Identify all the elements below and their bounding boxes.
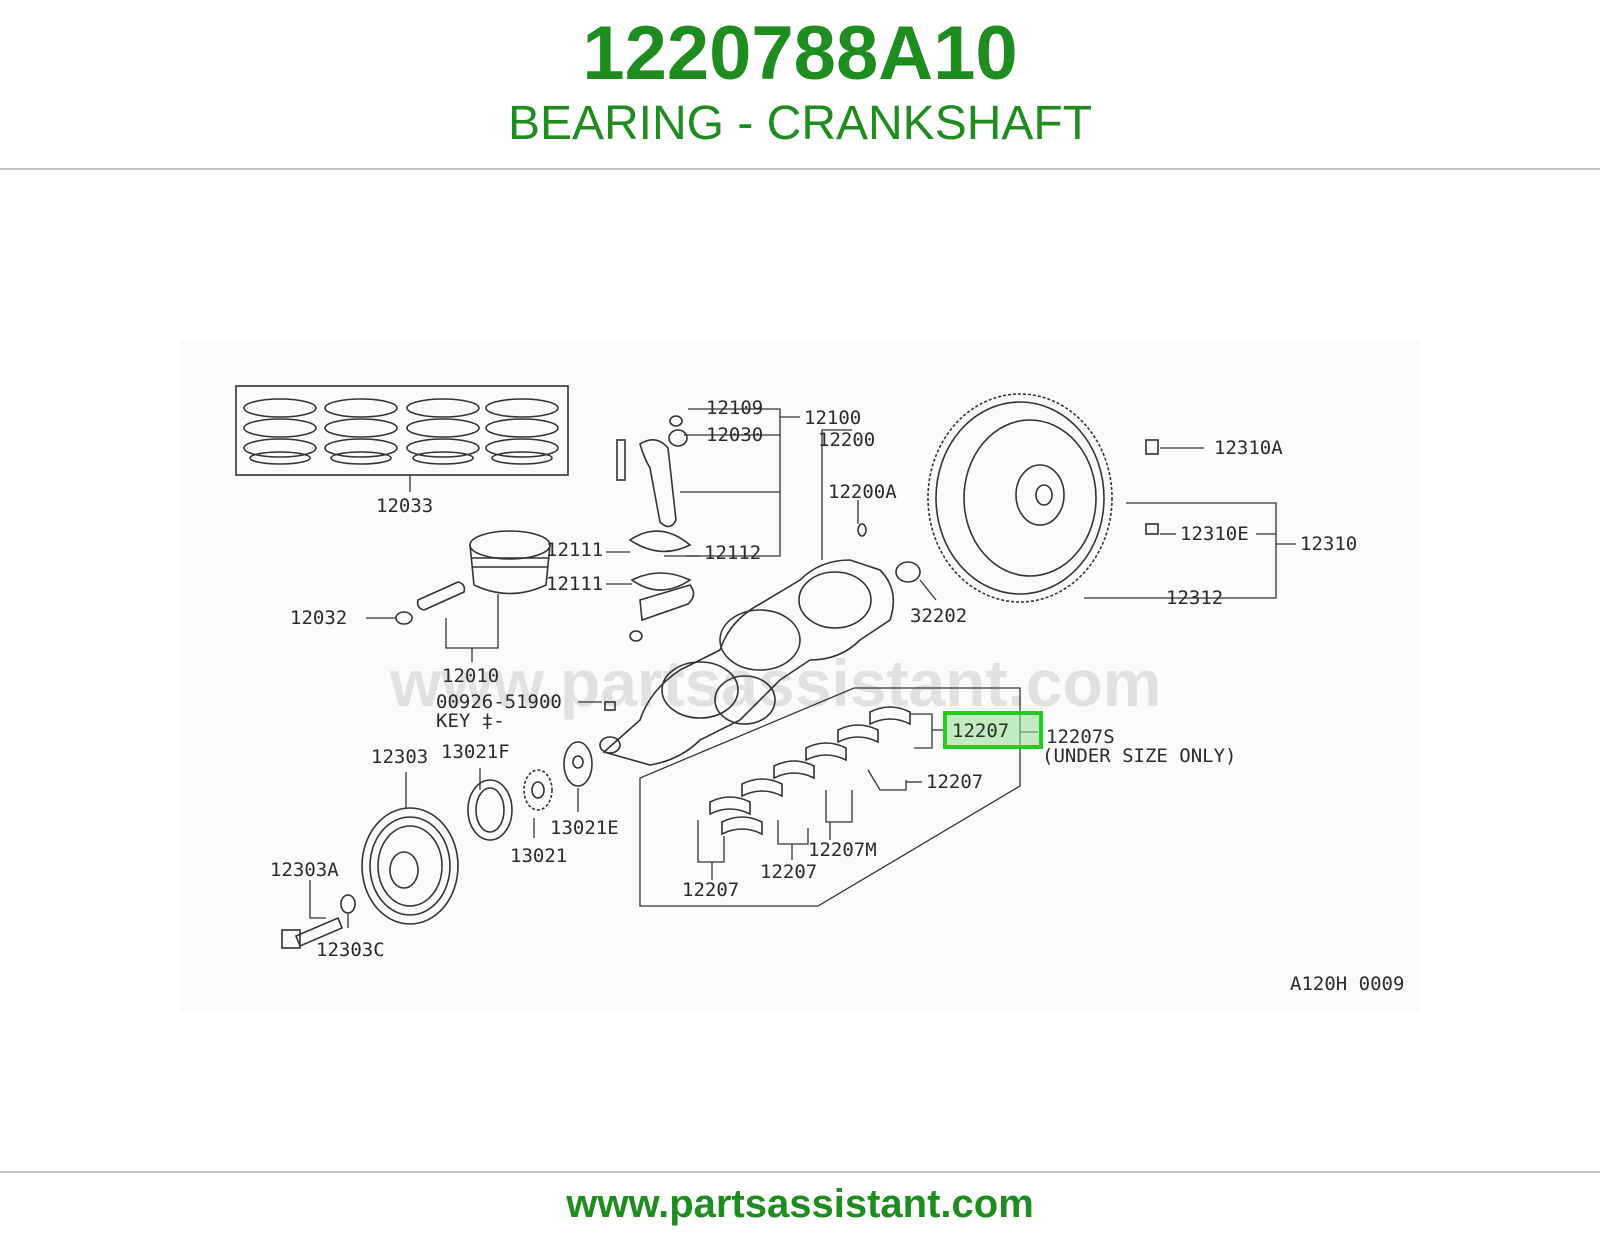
crank-washer bbox=[563, 741, 593, 787]
label-12303[interactable]: 12303 bbox=[371, 746, 428, 768]
footer-url-link[interactable]: www.partsassistant.com bbox=[566, 1182, 1034, 1226]
oil-thrower bbox=[467, 779, 513, 841]
exploded-view-drawing: www.partsassistant.com 12033 bbox=[235, 385, 1404, 995]
label-12312[interactable]: 12312 bbox=[1166, 587, 1223, 609]
label-12200[interactable]: 12200 bbox=[818, 429, 875, 451]
label-12207-right[interactable]: 12207 bbox=[926, 771, 983, 793]
crank-pulley bbox=[361, 807, 459, 925]
label-12111-lower[interactable]: 12111 bbox=[546, 573, 603, 595]
label-12100[interactable]: 12100 bbox=[804, 407, 861, 429]
label-12207-center[interactable]: 12207 bbox=[760, 861, 817, 883]
label-under-size-only: (UNDER SIZE ONLY) bbox=[1042, 745, 1236, 767]
label-12200A[interactable]: 12200A bbox=[828, 481, 897, 503]
label-12207-left[interactable]: 12207 bbox=[682, 879, 739, 901]
label-00926-51900[interactable]: 00926-51900 bbox=[436, 691, 562, 713]
pulley-bolt bbox=[281, 894, 356, 949]
label-13021F[interactable]: 13021F bbox=[441, 741, 510, 763]
piston-ring-set bbox=[235, 385, 569, 492]
label-12303C[interactable]: 12303C bbox=[316, 939, 385, 961]
drawing-code: A120H 0009 bbox=[1290, 973, 1404, 995]
piston bbox=[469, 530, 551, 595]
piston-pin bbox=[366, 581, 499, 662]
highlighted-part-box[interactable] bbox=[943, 711, 1043, 749]
crankshaft bbox=[599, 523, 921, 766]
label-12207M[interactable]: 12207M bbox=[808, 839, 877, 861]
footer-divider bbox=[0, 1171, 1600, 1173]
parts-diagram: www.partsassistant.com 12033 bbox=[180, 340, 1420, 1012]
label-13021E[interactable]: 13021E bbox=[550, 817, 619, 839]
label-12032[interactable]: 12032 bbox=[290, 607, 347, 629]
label-12112[interactable]: 12112 bbox=[704, 542, 761, 564]
connecting-rod bbox=[616, 415, 695, 642]
label-12207-highlighted[interactable]: 12207 bbox=[952, 720, 1009, 742]
timing-sprocket bbox=[523, 769, 553, 811]
label-12111-upper[interactable]: 12111 bbox=[546, 539, 603, 561]
label-key: KEY ‡- bbox=[436, 710, 505, 732]
label-13021[interactable]: 13021 bbox=[510, 845, 567, 867]
label-32202[interactable]: 32202 bbox=[910, 605, 967, 627]
header-divider bbox=[0, 168, 1600, 170]
label-12310A[interactable]: 12310A bbox=[1214, 437, 1283, 459]
part-number-title: 1220788A10 bbox=[582, 11, 1018, 96]
label-12010[interactable]: 12010 bbox=[442, 665, 499, 687]
label-12030[interactable]: 12030 bbox=[706, 424, 763, 446]
label-12207S[interactable]: 12207S bbox=[1046, 726, 1115, 748]
main-bearing-shells bbox=[709, 706, 911, 836]
watermark-text: www.partsassistant.com bbox=[389, 646, 1161, 720]
flywheel bbox=[927, 393, 1159, 603]
label-12109[interactable]: 12109 bbox=[706, 397, 763, 419]
label-12033[interactable]: 12033 bbox=[376, 495, 433, 517]
label-12310[interactable]: 12310 bbox=[1300, 533, 1357, 555]
label-12310E[interactable]: 12310E bbox=[1180, 523, 1249, 545]
label-12303A[interactable]: 12303A bbox=[270, 859, 339, 881]
part-name-subtitle: BEARING - CRANKSHAFT bbox=[507, 97, 1093, 150]
